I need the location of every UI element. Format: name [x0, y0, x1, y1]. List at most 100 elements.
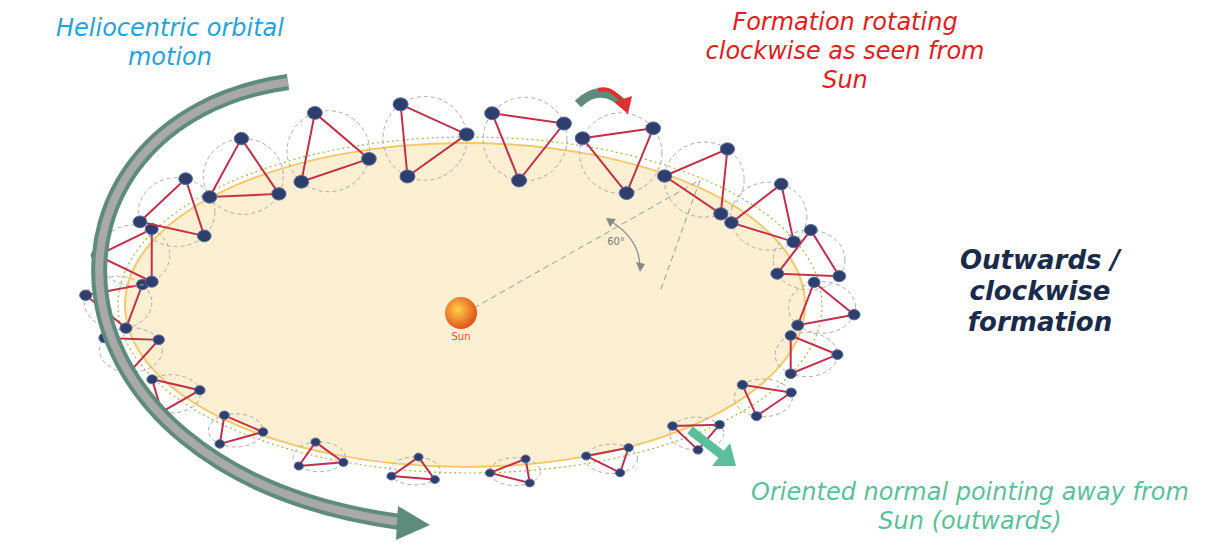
- formation-circle: [773, 230, 845, 290]
- sun-direction-line: [465, 180, 700, 313]
- spacecraft: [414, 453, 423, 461]
- spacecraft: [197, 230, 211, 242]
- spacecraft: [387, 472, 396, 480]
- spacecraft: [556, 117, 571, 130]
- spacecraft: [725, 217, 739, 229]
- formation-triangle: [665, 149, 728, 214]
- formation-triangle: [401, 104, 467, 176]
- spacecraft: [147, 375, 157, 384]
- spacecraft: [833, 271, 846, 282]
- spacecraft: [715, 420, 725, 428]
- rotation-arrowhead: [614, 96, 632, 114]
- angle-arrow: [606, 218, 616, 227]
- sun-symbol: [445, 297, 477, 329]
- spacecraft: [195, 386, 205, 395]
- formation-circle: [138, 178, 214, 247]
- formation-circle: [580, 113, 662, 194]
- orbital-motion-arrow: [99, 82, 400, 522]
- normal-label: Oriented normal pointing away from Sun (…: [740, 478, 1200, 536]
- spacecraft: [145, 276, 158, 287]
- spacecraft: [785, 369, 796, 379]
- orbital-motion-arrowhead: [396, 506, 430, 540]
- orbital-motion-arrow: [99, 82, 400, 522]
- spacecraft: [848, 310, 860, 320]
- spacecraft: [792, 320, 804, 330]
- spacecraft: [808, 277, 820, 287]
- formation-circle: [483, 97, 567, 181]
- spacecraft: [294, 175, 309, 188]
- spacecraft: [485, 469, 494, 477]
- spacecraft: [430, 476, 439, 484]
- spacecraft: [693, 446, 703, 454]
- formation-triangle: [742, 385, 791, 416]
- spacecraft: [668, 422, 678, 430]
- spacecraft: [294, 462, 303, 470]
- spacecraft: [400, 170, 415, 183]
- spacecraft: [219, 411, 229, 419]
- formation-triangle: [798, 282, 854, 325]
- normal-arrow: [690, 430, 722, 455]
- angle-label: 60°: [596, 236, 636, 248]
- spacecraft: [393, 98, 408, 111]
- normal-arrowhead: [712, 443, 736, 466]
- spacecraft: [786, 388, 796, 397]
- spacecraft: [615, 469, 624, 477]
- motion-label: Heliocentric orbital motion: [55, 14, 285, 72]
- spacecraft: [153, 335, 164, 345]
- spacecraft-formations: [80, 97, 860, 487]
- spacecraft: [624, 444, 633, 452]
- formation-circle: [586, 444, 638, 473]
- spacecraft: [272, 188, 286, 200]
- formation-circle: [390, 457, 441, 485]
- spacecraft: [362, 152, 377, 165]
- formation-circle: [203, 139, 283, 215]
- spacecraft: [521, 455, 530, 463]
- spacecraft: [234, 132, 248, 144]
- formation-circle: [383, 97, 467, 181]
- spacecraft: [714, 208, 728, 220]
- orbit-path: [118, 137, 822, 473]
- spacecraft: [646, 122, 661, 135]
- formation-triangle: [732, 184, 794, 242]
- formation-triangle: [301, 113, 369, 182]
- formation-circle: [788, 282, 855, 334]
- formation-circle: [731, 182, 807, 250]
- spacecraft: [80, 290, 92, 300]
- sun-label: Sun: [441, 331, 481, 343]
- formation-circle: [734, 379, 792, 417]
- formation-circle: [775, 333, 837, 377]
- spacecraft: [485, 107, 500, 120]
- formation-type-label: Outwards / clockwise formation: [920, 245, 1160, 339]
- formation-triangle: [210, 139, 279, 197]
- spacecraft: [575, 132, 590, 145]
- spacecraft: [258, 428, 268, 436]
- spacecraft: [771, 268, 784, 279]
- spacecraft: [619, 187, 634, 200]
- formation-circle: [664, 142, 744, 217]
- spacecraft: [133, 216, 147, 228]
- formation-triangle: [391, 457, 434, 480]
- spacecraft: [832, 350, 843, 360]
- formation-triangle: [492, 113, 564, 180]
- formation-circle: [287, 111, 370, 192]
- spacecraft: [525, 479, 534, 487]
- formation-triangle: [299, 442, 344, 466]
- formation-triangle: [583, 128, 654, 193]
- spacecraft: [657, 170, 671, 182]
- spacecraft: [120, 323, 132, 333]
- spacecraft: [737, 380, 747, 389]
- spacecraft: [804, 225, 817, 236]
- spacecraft: [720, 143, 734, 155]
- formation-triangle: [140, 179, 204, 236]
- spacecraft: [512, 174, 527, 187]
- spacecraft: [215, 440, 225, 448]
- formation-triangle: [791, 336, 838, 374]
- spacecraft: [311, 438, 320, 446]
- formation-circle: [293, 442, 345, 472]
- spacecraft: [179, 173, 193, 185]
- formation-triangle: [777, 230, 839, 276]
- spacecraft: [774, 178, 788, 190]
- spacecraft: [785, 331, 796, 341]
